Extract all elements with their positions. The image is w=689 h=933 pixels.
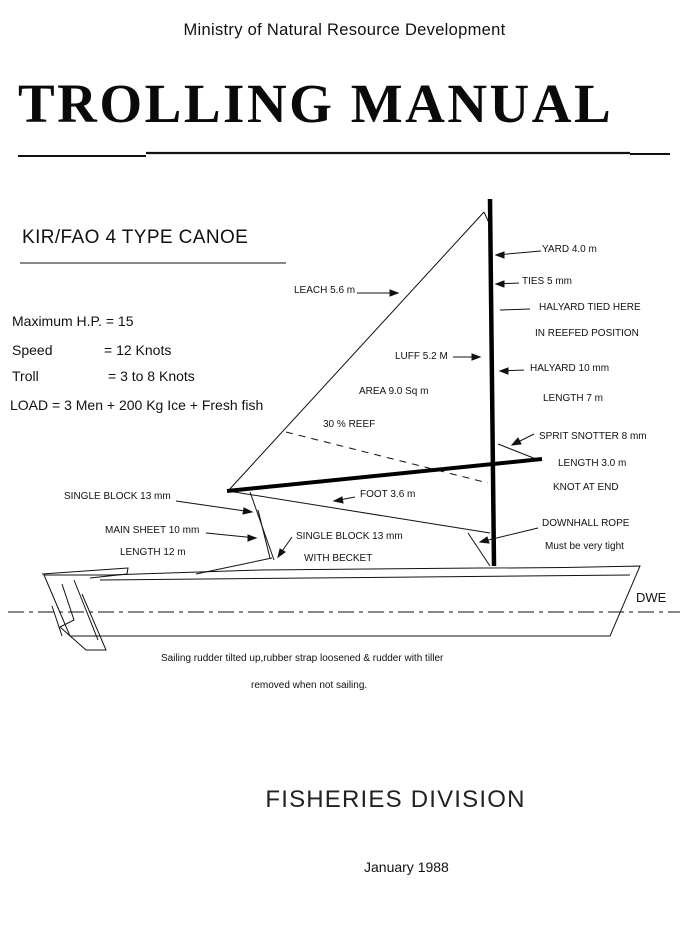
label-ties: TIES 5 mm [522,276,573,287]
diagram-caption-line1: Sailing rudder tilted up,rubber strap lo… [161,653,444,664]
sail-outline [195,211,537,575]
label-single-block-1: SINGLE BLOCK 13 mm [64,491,171,502]
label-knot: KNOT AT END [553,482,619,493]
label-with-becket: WITH BECKET [304,553,373,564]
label-halyard: HALYARD 10 mm [530,363,610,374]
label-sprit-length: LENGTH 3.0 m [558,458,627,469]
label-luff: LUFF 5.2 M [395,351,448,362]
spec-speed-label: Speed [12,342,53,358]
label-reef: 30 % REEF [323,419,376,430]
hull [43,565,641,637]
label-main-sheet: MAIN SHEET 10 mm [105,525,200,536]
spec-speed-value: = 12 Knots [104,342,172,358]
publication-date: January 1988 [364,859,449,875]
label-foot: FOOT 3.6 m [360,489,416,500]
ministry-name: Ministry of Natural Resource Development [183,21,506,39]
label-must-be-tight: Must be very tight [545,541,624,552]
reef-line [285,431,489,484]
label-downhaul: DOWNHALL ROPE [542,518,630,529]
spec-load: LOAD = 3 Men + 200 Kg Ice + Fresh fish [10,397,264,413]
mast [487,198,497,567]
diagram-caption-line2: removed when not sailing. [251,680,368,691]
label-main-sheet-length: LENGTH 12 m [120,547,186,558]
sprit-boom [226,457,543,493]
label-halyard-length: LENGTH 7 m [543,393,604,404]
document-title: TROLLING MANUAL [18,73,614,134]
label-area: AREA 9.0 Sq m [359,386,429,397]
label-single-block-2: SINGLE BLOCK 13 mm [296,531,403,542]
spec-troll-label: Troll [12,368,39,384]
title-rule [18,151,670,157]
rudder [41,567,129,651]
label-leach: LEACH 5.6 m [294,285,356,296]
label-halyard-tied: HALYARD TIED HERE [539,302,641,313]
canoe-type-title: KIR/FAO 4 TYPE CANOE [22,227,249,248]
label-dwe: DWE [636,590,667,605]
fisheries-division: FISHERIES DIVISION [265,786,526,813]
label-yard: YARD 4.0 m [542,244,597,255]
spec-max-hp: Maximum H.P. = 15 [12,313,134,329]
spec-troll-value: = 3 to 8 Knots [108,368,195,384]
label-pointers [175,250,542,559]
label-reefed-position: IN REEFED POSITION [535,328,639,339]
label-sprit-snotter: SPRIT SNOTTER 8 mm [539,431,647,442]
